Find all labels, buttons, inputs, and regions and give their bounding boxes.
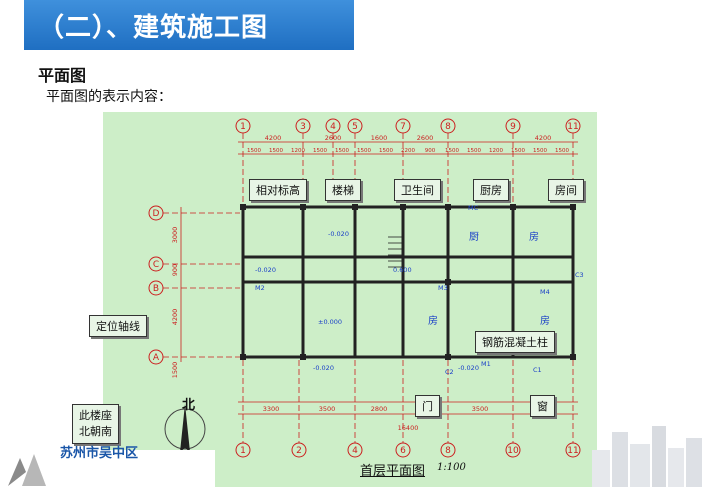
- dim-top1: 2600: [417, 134, 434, 142]
- floor-mark: -0.020: [328, 230, 349, 238]
- axis-label-top: 9: [510, 122, 516, 132]
- dim-left: 3000: [171, 227, 179, 244]
- small-mark: M3: [438, 284, 448, 292]
- slide-title: （二）、建筑施工图: [24, 0, 354, 50]
- axis-label-top: 1: [240, 122, 246, 132]
- axis-bubbles-left: D C B A: [148, 205, 164, 365]
- dim-top2: 1500: [467, 148, 481, 154]
- axis-label-top: 11: [567, 122, 578, 132]
- callout-window: 窗: [530, 395, 555, 417]
- callout-orientation-line2: 北朝南: [79, 425, 112, 438]
- dim-top2: 1500: [335, 148, 349, 154]
- callout-bathroom: 卫生间: [394, 179, 441, 201]
- dim-bottom1: 3500: [319, 405, 336, 413]
- dim-top2: 1500: [511, 148, 525, 154]
- dim-left: 900: [171, 264, 179, 276]
- axis-label-bottom: 1: [240, 446, 246, 456]
- dim-bottom1: 3500: [472, 405, 489, 413]
- footer-org: 苏州市吴中区: [60, 446, 139, 461]
- axis-label-bottom: 6: [400, 446, 406, 456]
- small-mark: MC: [468, 204, 479, 212]
- axis-label-bottom: 10: [507, 446, 519, 456]
- dim-top2: 1500: [445, 148, 459, 154]
- small-mark: M4: [540, 288, 550, 296]
- section-subheading: 平面图的表示内容：: [46, 89, 172, 105]
- north-label: 北: [182, 398, 196, 413]
- callout-stairs: 楼梯: [325, 179, 361, 201]
- axis-bubbles-bottom: 1 2 4 6 8 10 11: [235, 442, 581, 458]
- dim-bottom-total: 16400: [398, 424, 419, 432]
- dim-top2: 1500: [533, 148, 547, 154]
- floor-mark: 0.600: [393, 266, 412, 274]
- callout-kitchen: 厨房: [473, 179, 509, 201]
- dim-top2: 1500: [357, 148, 371, 154]
- dim-bottom1: 2800: [371, 405, 388, 413]
- small-mark: M1: [481, 360, 491, 368]
- logo-icon: [8, 454, 46, 486]
- axis-label-bottom: 4: [352, 446, 358, 456]
- floor-plan-drawing: 1 3 4 5 7 8 9 11 1 2 4 6 8 10 11 D C B A 4200 2600 1600 260…: [148, 118, 584, 458]
- dim-top2: 2200: [401, 148, 415, 154]
- axis-label-left: A: [153, 353, 160, 363]
- skyline-decoration: [592, 426, 702, 487]
- axis-label-left: C: [153, 260, 159, 270]
- axis-label-left: D: [153, 209, 160, 219]
- north-arrow: [164, 404, 206, 452]
- dim-top1: 4200: [265, 134, 282, 142]
- floor-plan: 1 3 4 5 7 8 9 11 1 2 4 6 8 10 11 D C B A 4200 2600 1600 260…: [72, 112, 597, 487]
- dimension-lines: [180, 141, 578, 415]
- plan-scale: 1:100: [437, 462, 466, 473]
- callout-orientation-line1: 此楼座: [79, 409, 112, 422]
- small-mark: C1: [533, 366, 542, 374]
- dim-bottom1: 3300: [263, 405, 280, 413]
- dim-top2: 1500: [379, 148, 393, 154]
- dim-top2: 1200: [291, 148, 305, 154]
- dim-left: 1500: [171, 362, 179, 379]
- room-label: 房: [540, 314, 550, 327]
- dim-top1: 2600: [325, 134, 342, 142]
- axis-label-top: 5: [352, 122, 358, 132]
- footer-logo-area: [0, 450, 215, 487]
- axis-label-top: 8: [445, 122, 451, 132]
- callout-door: 门: [415, 395, 440, 417]
- axis-label-bottom: 2: [296, 446, 302, 456]
- axis-label-top: 4: [330, 122, 336, 132]
- dim-top2: 1500: [247, 148, 261, 154]
- dim-left: 4200: [171, 309, 179, 326]
- floor-mark: -0.020: [458, 364, 479, 372]
- dim-top2: 1200: [489, 148, 503, 154]
- callout-column: 钢筋混凝土柱: [475, 331, 555, 353]
- axis-label-bottom: 11: [567, 446, 578, 456]
- floor-mark: -0.020: [255, 266, 276, 274]
- room-label: 房: [529, 230, 539, 243]
- dim-top2: 1500: [555, 148, 569, 154]
- axis-label-top: 7: [400, 122, 406, 132]
- stair: [388, 236, 403, 268]
- callout-axis: 定位轴线: [89, 315, 147, 337]
- callout-room: 房间: [548, 179, 584, 201]
- dim-top1: 1600: [371, 134, 388, 142]
- plan-caption: 首层平面图: [360, 464, 426, 479]
- axis-label-left: B: [153, 284, 159, 294]
- columns: [240, 204, 576, 360]
- callout-relative-height: 相对标高: [249, 179, 307, 201]
- dim-top1: 4200: [535, 134, 552, 142]
- section-heading: 平面图: [38, 66, 87, 85]
- callout-orientation: 此楼座 北朝南: [72, 404, 119, 444]
- small-mark: C3: [575, 271, 584, 279]
- dim-top2: 900: [425, 148, 436, 154]
- floor-mark: ±0.000: [318, 318, 342, 326]
- small-mark: C2: [445, 368, 454, 376]
- small-mark: M2: [255, 284, 265, 292]
- room-label: 厨: [469, 231, 479, 243]
- dim-top2: 1500: [313, 148, 327, 154]
- room-label: 房: [428, 314, 438, 327]
- axis-bubbles-top: 1 3 4 5 7 8 9 11: [235, 118, 581, 134]
- dim-top2: 1500: [269, 148, 283, 154]
- axis-label-bottom: 8: [445, 446, 451, 456]
- axis-label-top: 3: [300, 122, 306, 132]
- floor-mark: -0.020: [313, 364, 334, 372]
